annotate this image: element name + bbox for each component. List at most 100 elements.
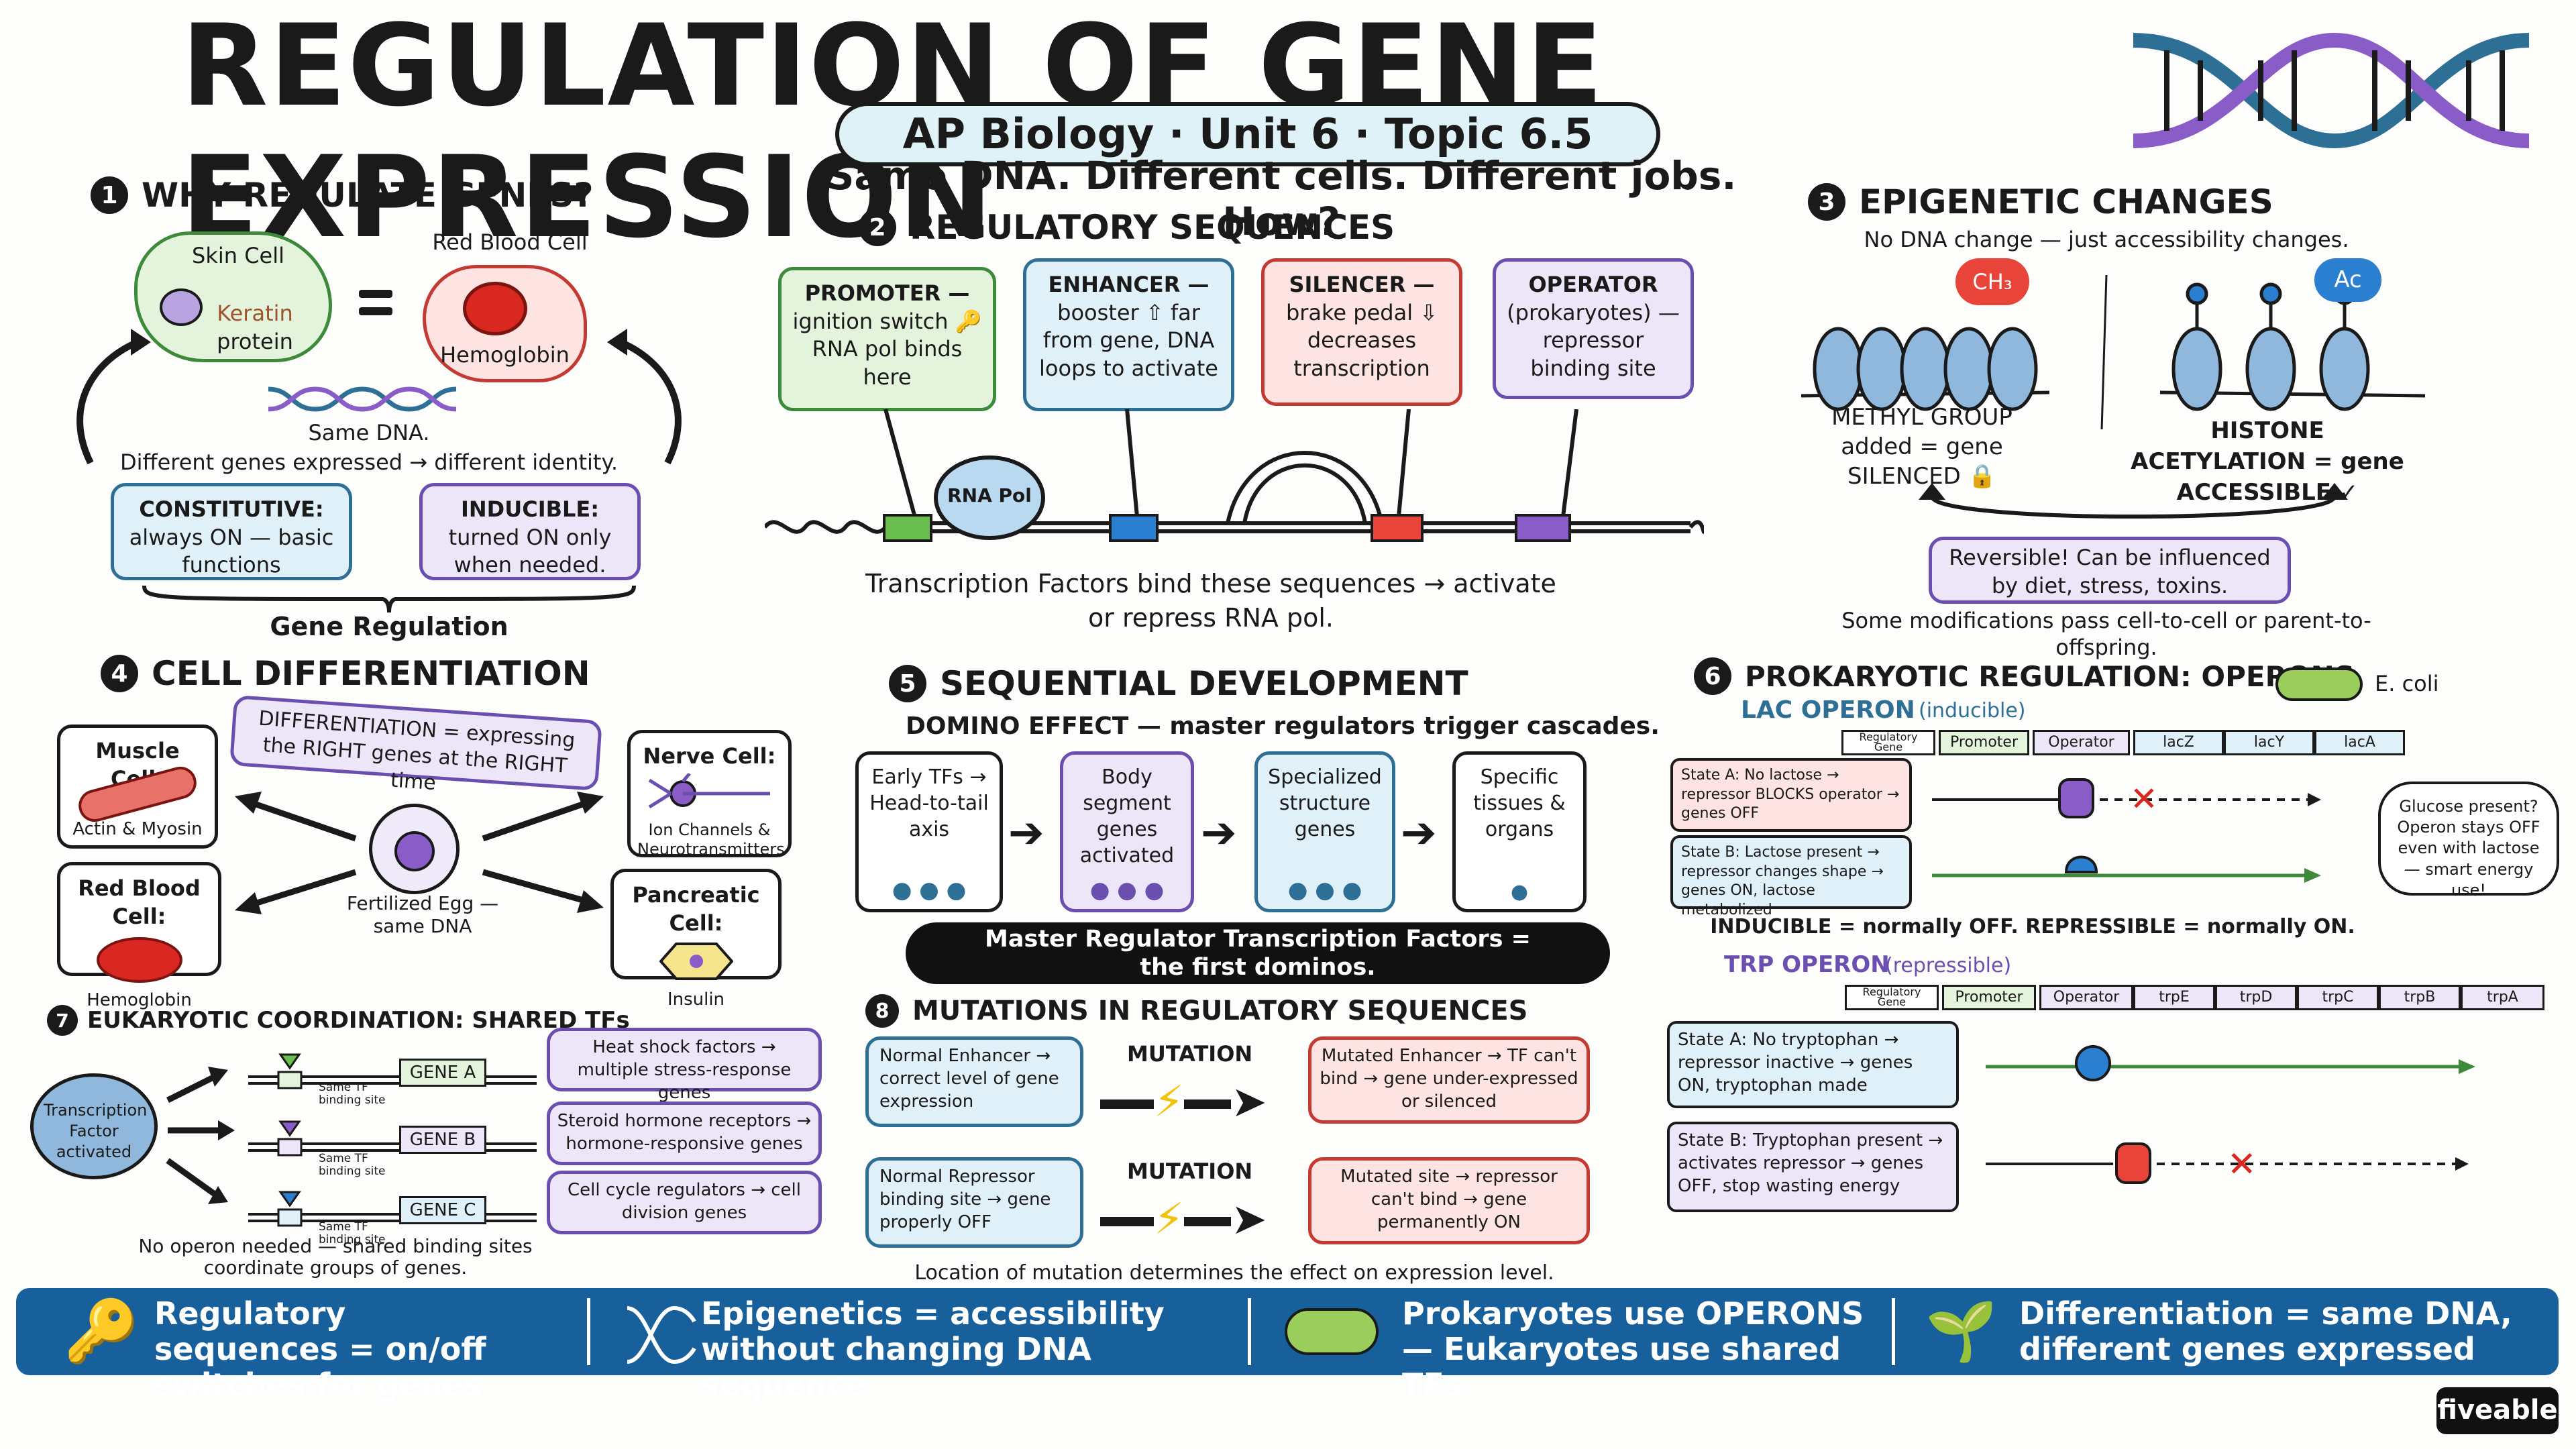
section-8-title: 8 MUTATIONS IN REGULATORY SEQUENCES xyxy=(865,994,1527,1028)
enhancer-body: booster ⇧ far from gene, DNA loops to ac… xyxy=(1039,299,1218,381)
domino-step-text: Specialized structure genes xyxy=(1268,765,1382,841)
lac-title: LAC OPERON xyxy=(1741,696,1915,724)
section-number: 3 xyxy=(1808,183,1845,221)
trp-gene-cell: trpB xyxy=(2379,985,2461,1010)
section-number: 5 xyxy=(889,665,926,702)
trp-gene-cell: trpD xyxy=(2215,985,2297,1010)
trp-gene-cell: trpE xyxy=(2133,985,2215,1010)
master-regulator-banner: Master Regulator Transcription Factors =… xyxy=(906,922,1610,984)
lac-gene-cell: Promoter xyxy=(1939,730,2029,755)
rbc4-label: Red Blood Cell: xyxy=(78,875,201,929)
methyl-label: METHYL GROUP added = gene SILENCED 🔒 xyxy=(1831,404,2012,490)
key-icon: 🔑 xyxy=(64,1296,140,1366)
constitutive-box: CONSTITUTIVE: always ON — basic function… xyxy=(111,483,352,580)
rna-pol-label: RNA Pol xyxy=(947,484,1032,506)
section-title-text: WHY REGULATE GENES? xyxy=(142,176,594,215)
section-2-title: 2 REGULATORY SEQUENCES xyxy=(859,208,1395,247)
section-number: 6 xyxy=(1694,657,1731,695)
mutated-enhancer-box: Mutated Enhancer → TF can't bind → gene … xyxy=(1308,1036,1590,1124)
divider xyxy=(1248,1298,1251,1365)
ion-channels-label: Ion Channels & Neurotransmitters xyxy=(637,820,785,859)
section-5-title: 5 SEQUENTIAL DEVELOPMENT xyxy=(889,664,1468,703)
inducible-body: turned ON only when needed. xyxy=(448,524,612,578)
section-number: 4 xyxy=(101,655,138,692)
brace-icon xyxy=(142,585,636,613)
same-tf-label: Same TF binding site xyxy=(319,1081,386,1107)
footer-text: Regulatory sequences = on/off switches f… xyxy=(154,1295,486,1403)
section-title-text: PROKARYOTIC REGULATION: OPERONS xyxy=(1745,659,2355,693)
divider xyxy=(587,1298,590,1365)
dna-strand-icon xyxy=(268,386,457,412)
domino-dots: ● ● ● xyxy=(892,877,967,904)
silencer-title: SILENCER — xyxy=(1289,272,1435,297)
trp-gene-cell: Regulatory Gene xyxy=(1845,985,1939,1010)
arrow-right-icon: ➔ xyxy=(1008,808,1044,858)
lac-gene-cell: Operator xyxy=(2033,730,2130,755)
arrow-right-icon: ➔ xyxy=(1401,808,1437,858)
section-number: 8 xyxy=(865,994,899,1028)
mutation-label: MUTATION xyxy=(1127,1041,1253,1067)
lac-state-diagram: ✕ xyxy=(1932,778,2321,883)
mutation-arrow: ⚡➤ xyxy=(1100,1189,1295,1250)
nucleus-icon xyxy=(394,831,435,871)
rbc-box: Red Blood Cell: Hemoglobin xyxy=(57,862,221,1010)
section-title-text: MUTATIONS IN REGULATORY SEQUENCES xyxy=(912,996,1528,1026)
dna-icon xyxy=(627,1305,696,1364)
divider xyxy=(1892,1298,1895,1365)
differentiation-arrows xyxy=(235,792,604,914)
domino-step-3: Specialized structure genes ● ● ● xyxy=(1254,751,1395,912)
domino-dots: ● xyxy=(1510,880,1529,904)
mutated-site-box: Mutated site → repressor can't bind → ge… xyxy=(1308,1157,1590,1244)
mutation-arrow: ⚡➤ xyxy=(1100,1072,1295,1132)
nerve-cell-box: Nerve Cell: Ion Channels & Neurotransmit… xyxy=(627,730,792,859)
lac-gene-cell: lacZ xyxy=(2133,730,2224,755)
trp-state-b: State B: Tryptophan present → activates … xyxy=(1667,1122,1959,1212)
hemoglobin-label: Hemoglobin xyxy=(440,342,570,368)
tf-bubble: Transcription Factor activated xyxy=(30,1073,158,1179)
svg-text:✕: ✕ xyxy=(2227,1144,2257,1185)
pass-label: Some modifications pass cell-to-cell or … xyxy=(1841,608,2371,660)
hexagon-icon xyxy=(658,943,734,981)
footer-text: Prokaryotes use OPERONS — Eukaryotes use… xyxy=(1402,1295,1864,1403)
tagline: Same DNA. Different cells. Different job… xyxy=(826,153,1737,244)
section-7-title: 7 EUKARYOTIC COORDINATION: SHARED TFs xyxy=(47,1005,630,1036)
section-title-text: SEQUENTIAL DEVELOPMENT xyxy=(940,664,1468,703)
footer-item-2: Epigenetics = accessibility without chan… xyxy=(701,1296,1211,1403)
promoter-title: PROMOTER — xyxy=(804,280,970,306)
mutation-caption: Location of mutation determines the effe… xyxy=(914,1261,1554,1285)
trp-gene-cell: Operator xyxy=(2039,985,2133,1010)
section-1-title: 1 WHY REGULATE GENES? xyxy=(91,176,593,215)
arrow-right-icon: ➔ xyxy=(1201,808,1237,858)
domino-step-1: Early TFs → Head-to-tail axis ● ● ● xyxy=(855,751,1003,912)
egg-cell xyxy=(369,804,460,894)
ecoli-label: E. coli xyxy=(2375,671,2439,696)
section-4-title: 4 CELL DIFFERENTIATION xyxy=(101,654,590,693)
promoter-body: ignition switch 🔑 RNA pol binds here xyxy=(792,308,982,390)
differentiation-banner: DIFFERENTIATION = expressing the RIGHT g… xyxy=(229,694,602,795)
footer-item-3: Prokaryotes use OPERONS — Eukaryotes use… xyxy=(1402,1296,1885,1403)
actin-label: Actin & Myosin xyxy=(72,819,203,839)
domino-dots: ● ● ● xyxy=(1287,877,1362,904)
section-3-title: 3 EPIGENETIC CHANGES xyxy=(1808,182,2273,221)
promoter-box: PROMOTER — ignition switch 🔑 RNA pol bin… xyxy=(778,267,996,411)
nucleus-icon xyxy=(160,288,203,326)
lightning-icon: ⚡ xyxy=(1154,1077,1184,1127)
trp-gene-cell: trpA xyxy=(2461,985,2544,1010)
pancreatic-label: Pancreatic Cell: xyxy=(632,882,760,936)
egg-label: Fertilized Egg — same DNA xyxy=(346,892,499,937)
trp-gene-cell: Promoter xyxy=(1942,985,2036,1010)
trp-state-diagram: ✕ xyxy=(1986,1045,2475,1185)
domino-step-text: Body segment genes activated xyxy=(1079,765,1175,867)
sprout-icon: 🌱 xyxy=(1925,1298,1998,1365)
acetylation-label: HISTONE ACETYLATION = gene ACCESSIBLE ✓ xyxy=(2131,417,2404,506)
gene-regulation-label: Gene Regulation xyxy=(270,612,508,641)
gene-b-box: GENE B xyxy=(399,1126,486,1154)
trp-title: TRP OPERON xyxy=(1724,951,1890,978)
trp-gene-cell: trpC xyxy=(2297,985,2379,1010)
section-title-text: REGULATORY SEQUENCES xyxy=(910,208,1395,247)
constitutive-body: always ON — basic functions xyxy=(129,524,334,578)
domino-step-text: Early TFs → Head-to-tail axis xyxy=(869,765,989,841)
domino-step-text: Specific tissues & organs xyxy=(1473,765,1566,841)
lac-gene-cell: Regulatory Gene xyxy=(1841,730,1935,755)
skin-cell-label: Skin Cell xyxy=(192,243,284,268)
